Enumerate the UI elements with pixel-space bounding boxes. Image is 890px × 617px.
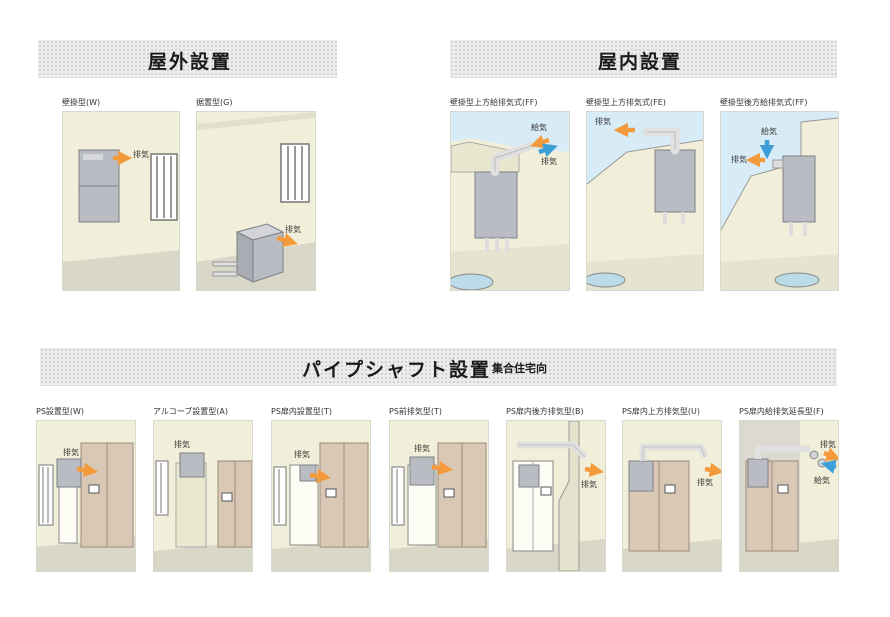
alcove-a-illustration: 排気 (153, 420, 253, 572)
alcove-a-caption: アルコーブ設置型(A) (153, 407, 228, 416)
exhaust-label: 排気 (731, 154, 747, 164)
exhaust-label: 排気 (414, 443, 430, 453)
intake-label: 給気 (531, 122, 547, 132)
wall-mounted-w-caption: 壁掛型(W) (62, 98, 101, 107)
ps-door-t-illustration: 排気 (271, 420, 371, 572)
wall-ff-rear-illustration: 給気 排気 (720, 111, 839, 291)
indoor-section-band (450, 40, 837, 78)
indoor-section-title: 屋内設置 (598, 51, 683, 73)
ps-door-rear-exhaust-b-illustration: 排気 (506, 420, 606, 572)
wall-ff-top-caption: 壁掛型上方給排気式(FF) (450, 98, 538, 107)
exhaust-label: 排気 (541, 156, 557, 166)
ps-front-exhaust-t-caption: PS前排気型(T) (389, 407, 443, 416)
outdoor-section-band (38, 40, 337, 78)
wall-ff-top-illustration: 給気 排気 (450, 111, 570, 291)
floor-standing-g-caption: 据置型(G) (196, 98, 233, 107)
wall-mounted-w-illustration: 排気 (62, 111, 180, 291)
pipe-shaft-section-title: パイプシャフト設置 (302, 359, 492, 381)
exhaust-label: 排気 (63, 447, 79, 457)
exhaust-label: 排気 (285, 224, 301, 234)
wall-fe-top-caption: 壁掛型上方排気式(FE) (586, 98, 666, 107)
exhaust-label: 排気 (133, 149, 149, 159)
floor-standing-g-illustration: 排気 (196, 111, 316, 291)
intake-label: 給気 (761, 126, 777, 136)
ps-front-exhaust-t-illustration: 排気 (389, 420, 489, 572)
exhaust-label: 排気 (820, 439, 836, 449)
ps-door-top-exhaust-u-illustration: 排気 (622, 420, 722, 572)
exhaust-label: 排気 (595, 116, 611, 126)
ps-w-illustration: 排気 (36, 420, 136, 572)
exhaust-label: 排気 (581, 479, 597, 489)
wall-fe-top-illustration: 排気 (586, 111, 704, 291)
pipe-shaft-section-subtitle: 集合住宅向 (492, 362, 547, 375)
ps-door-intake-exhaust-extension-f-caption: PS扉内給排気延長型(F) (739, 407, 824, 416)
ps-w-caption: PS設置型(W) (36, 407, 85, 416)
ps-door-top-exhaust-u-caption: PS扉内上方排気型(U) (622, 407, 700, 416)
intake-label: 給気 (814, 475, 830, 485)
exhaust-label: 排気 (294, 449, 310, 459)
exhaust-label: 排気 (174, 439, 190, 449)
pipe-shaft-section-band (40, 348, 837, 386)
exhaust-label: 排気 (697, 477, 713, 487)
wall-ff-rear-caption: 壁掛型後方給排気式(FF) (720, 98, 808, 107)
ps-door-rear-exhaust-b-caption: PS扉内後方排気型(B) (506, 407, 584, 416)
outdoor-section-title: 屋外設置 (148, 51, 233, 73)
ps-door-intake-exhaust-extension-f-illustration: 排気 給気 (739, 420, 839, 572)
ps-door-t-caption: PS扉内設置型(T) (271, 407, 333, 416)
